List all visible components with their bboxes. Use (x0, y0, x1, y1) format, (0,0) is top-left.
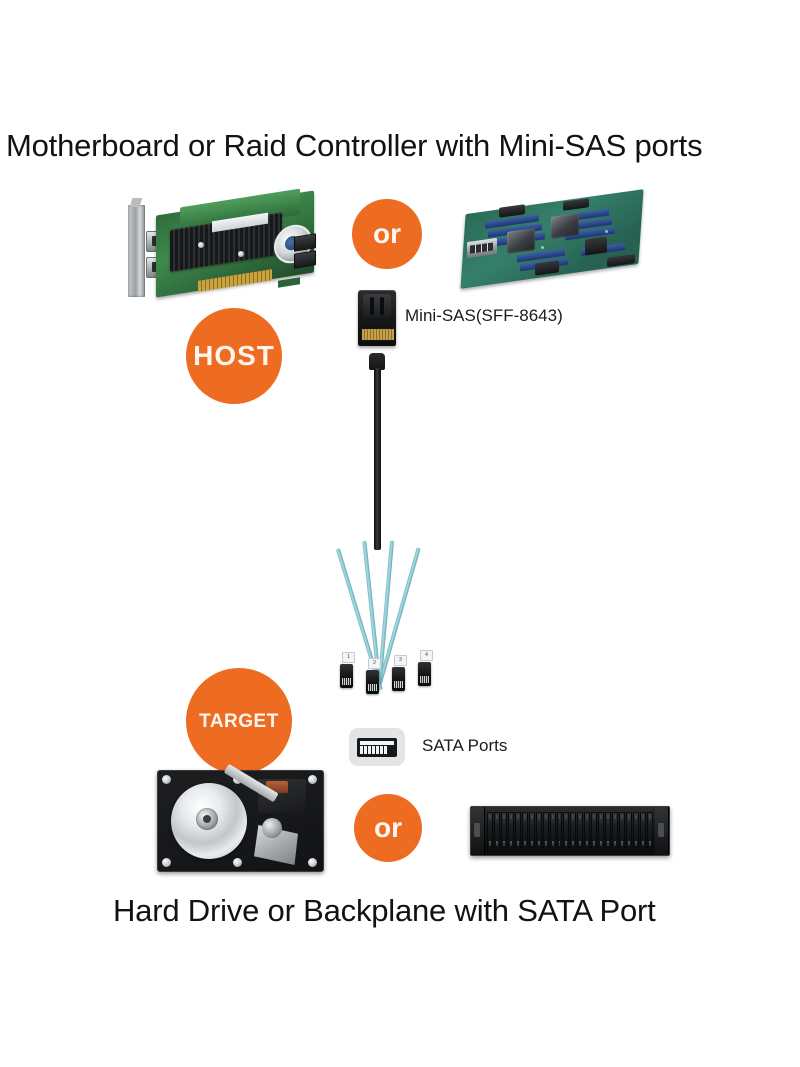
drive-bay (577, 812, 584, 850)
sata-port-icon (349, 728, 405, 766)
drive-bay (639, 812, 646, 850)
drive-bay (563, 812, 570, 850)
drive-bay (507, 812, 514, 850)
drive-bay (626, 812, 633, 850)
drive-bay (570, 812, 577, 850)
cable-fanout: 1 2 3 4 (330, 540, 470, 694)
drive-bay (556, 812, 563, 850)
or-badge-top: or (352, 199, 422, 269)
drive-bay (493, 812, 500, 850)
drive-bay-row (485, 807, 655, 855)
motherboard-image (455, 189, 650, 289)
cable-trunk (374, 368, 381, 550)
drive-bay (535, 812, 542, 850)
drive-bay (646, 812, 653, 850)
sata-connector (418, 662, 431, 686)
drive-bay (514, 812, 521, 850)
sata-ports-label: SATA Ports (422, 736, 508, 755)
target-badge: TARGET (186, 668, 292, 774)
drive-bay (500, 812, 507, 850)
board-marking (605, 230, 608, 233)
hard-drive-image (157, 763, 324, 872)
sata-connector (340, 664, 353, 688)
drive-bay (605, 812, 612, 850)
screw (198, 242, 204, 248)
drive-bay (584, 812, 591, 850)
cpu-socket (507, 228, 535, 254)
backplane-chassis-image (470, 806, 670, 856)
screw (162, 775, 171, 784)
bottom-title: Hard Drive or Backplane with SATA Port (113, 893, 656, 928)
pcb-tab (278, 277, 300, 288)
cable-tag: 3 (394, 655, 407, 666)
actuator-pivot (262, 818, 282, 838)
sata-connector (366, 670, 379, 694)
screw (162, 858, 171, 867)
drive-bay (591, 812, 598, 850)
drive-bay (598, 812, 605, 850)
rack-ear-right (655, 807, 669, 855)
connector-latch (363, 294, 391, 318)
screw (233, 858, 242, 867)
drive-bay (528, 812, 535, 850)
pci-bracket (128, 205, 145, 297)
drive-bay (619, 812, 626, 850)
drive-bay (487, 812, 493, 850)
top-title: Motherboard or Raid Controller with Mini… (6, 128, 703, 163)
raid-controller-card-image (126, 188, 316, 300)
or-badge-bottom: or (354, 794, 422, 862)
cpu-socket (551, 213, 579, 239)
drive-bay (612, 812, 619, 850)
sata-connector (392, 667, 405, 691)
connector-gold-contacts (361, 328, 395, 341)
board-marking (541, 246, 544, 249)
drive-bay (549, 812, 556, 850)
drive-bay (542, 812, 549, 850)
host-badge: HOST (186, 308, 282, 404)
sata-port-glyph (357, 737, 397, 757)
drive-bay (521, 812, 528, 850)
cable-tag: 2 (368, 658, 381, 669)
screw (308, 858, 317, 867)
cable-tag: 1 (342, 652, 355, 663)
drive-bay (633, 812, 639, 850)
spindle-hub (195, 807, 218, 830)
mini-sas-to-sata-cable: 1 2 3 4 (330, 290, 470, 730)
board-component (585, 236, 607, 256)
disk-platter (171, 783, 247, 859)
screw (308, 775, 317, 784)
cable-tag: 4 (420, 650, 433, 661)
strain-relief-boot (369, 353, 385, 370)
mini-sas-label: Mini-SAS(SFF-8643) (405, 306, 563, 325)
rack-ear-left (471, 807, 485, 855)
screw (238, 251, 244, 257)
